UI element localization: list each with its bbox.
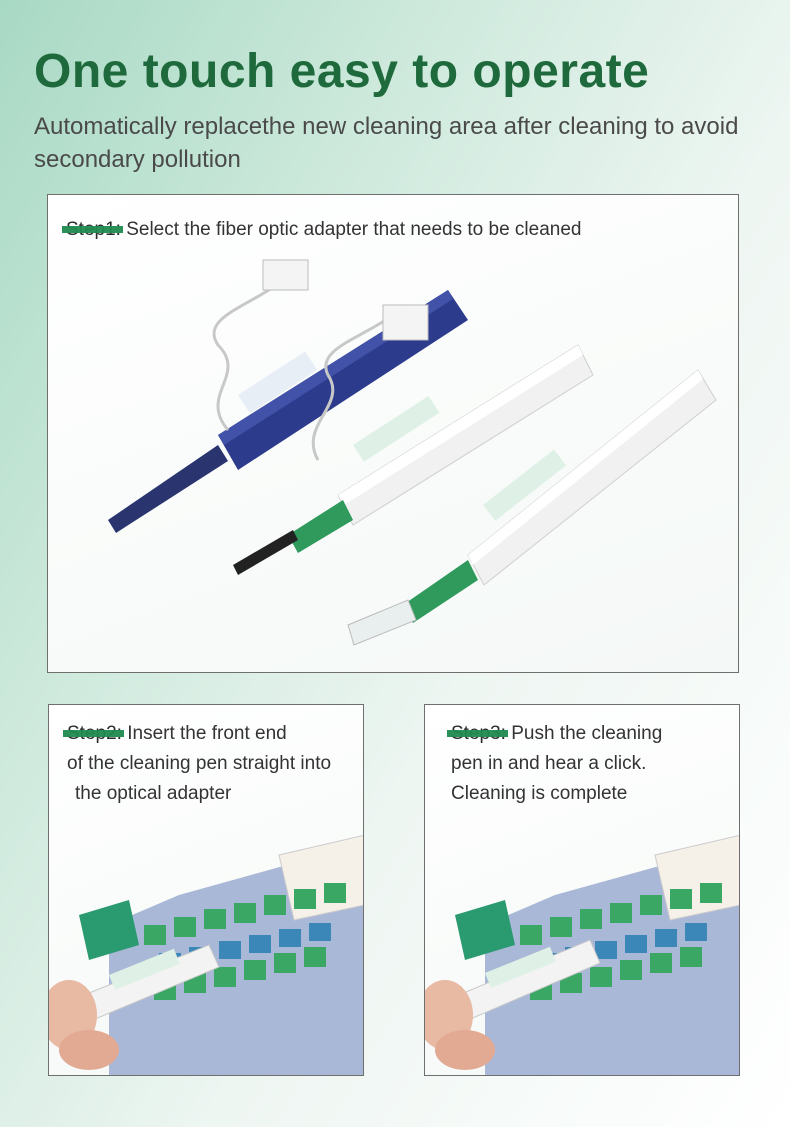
white-cleaning-pen-1	[233, 344, 594, 575]
step2-text-line1: Insert the front end	[127, 723, 287, 744]
step3-text-line3: Cleaning is complete	[451, 783, 628, 804]
step2-panel: Step2: Insert the front end of the clean…	[48, 704, 364, 1076]
cleaning-pens-illustration	[108, 259, 717, 646]
step1-panel: Step1: Select the fiber optic adapter th…	[47, 194, 739, 673]
dust-cap	[262, 259, 309, 291]
step3-label: Step3:	[447, 719, 508, 749]
hand-holding-pen	[425, 939, 601, 1070]
dust-cap-wire	[212, 273, 290, 431]
hand-holding-pen	[49, 944, 220, 1070]
step2-text-line2: of the cleaning pen straight into	[67, 753, 332, 774]
white-cleaning-pen-2	[347, 369, 717, 646]
page-subtitle: Automatically replacethe new cleaning ar…	[34, 113, 739, 173]
patch-panel-illustration	[49, 834, 363, 1075]
patch-panel-illustration	[425, 834, 739, 1075]
step3-text-line1: Push the cleaning	[511, 723, 663, 744]
step3-text-line2: pen in and hear a click.	[451, 753, 647, 774]
step1-text: Select the fiber optic adapter that need…	[126, 219, 582, 240]
step2-label: Step2:	[63, 719, 124, 749]
step2-text-line3: the optical adapter	[75, 783, 232, 804]
step3-instruction: Step3: Push the cleaning pen in and hear…	[447, 719, 731, 809]
step1-instruction: Step1: Select the fiber optic adapter th…	[62, 215, 582, 245]
step2-instruction: Step2: Insert the front end of the clean…	[63, 719, 363, 809]
page-title: One touch easy to operate	[34, 45, 650, 98]
step3-panel: Step3: Push the cleaning pen in and hear…	[424, 704, 740, 1076]
step1-label: Step1:	[62, 215, 123, 245]
